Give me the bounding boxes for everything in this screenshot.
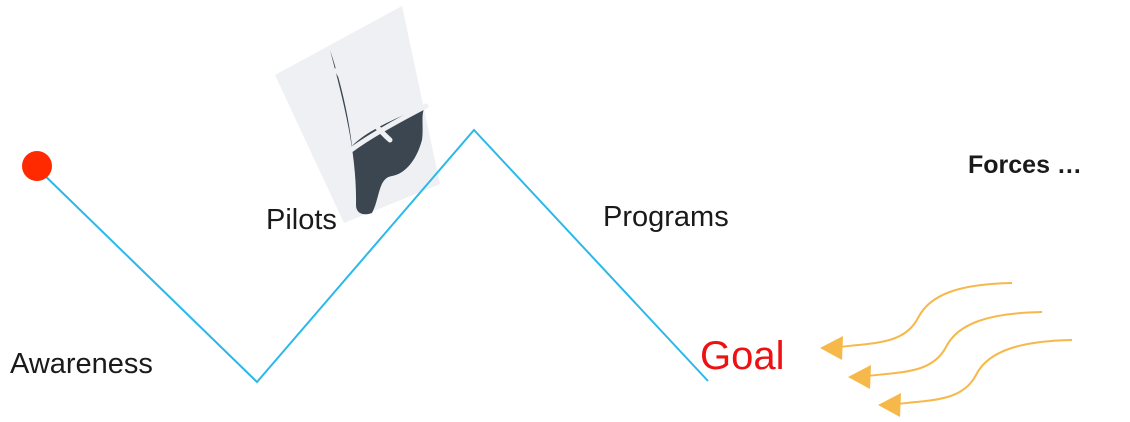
programs-label: Programs bbox=[603, 201, 729, 233]
force-arrows bbox=[820, 282, 1073, 417]
awareness-label: Awareness bbox=[10, 348, 153, 380]
start-dot-icon bbox=[22, 151, 52, 181]
wind-arrow-icon bbox=[878, 339, 1073, 417]
pilots-label: Pilots bbox=[266, 204, 337, 236]
sailboat-boom bbox=[348, 103, 429, 153]
goal-label: Goal bbox=[700, 334, 785, 378]
sailboat-mast-gap bbox=[334, 67, 393, 143]
wind-arrow-icon bbox=[848, 311, 1043, 389]
wind-arrow-icon bbox=[820, 282, 1013, 360]
journey-path-line bbox=[36, 128, 709, 384]
forces-label: Forces … bbox=[968, 151, 1082, 179]
sailboat-icon bbox=[275, 6, 440, 223]
